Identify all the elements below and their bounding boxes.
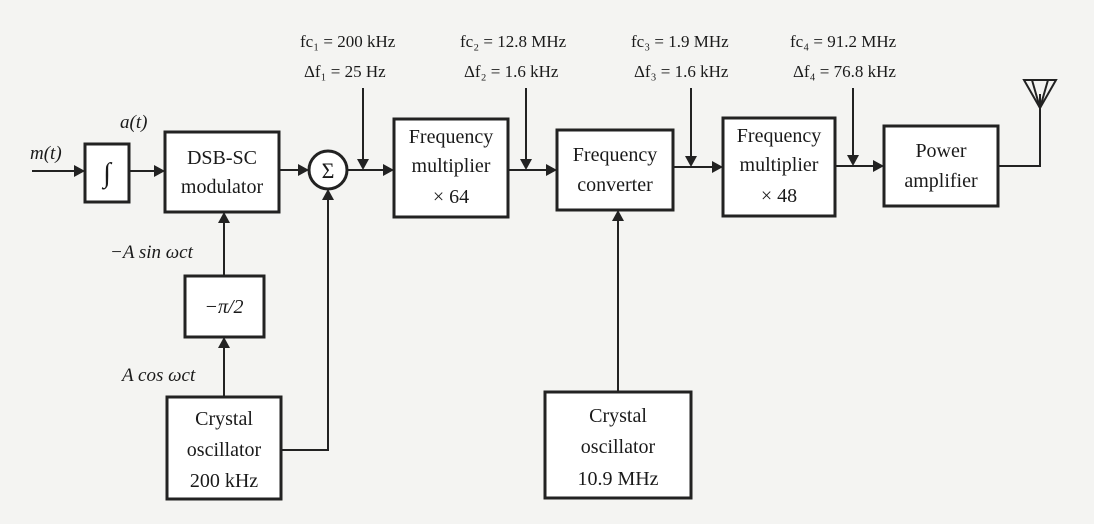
arrow-phase-dsb — [218, 212, 230, 223]
osc1-line3: 200 kHz — [190, 470, 258, 492]
signal-sine-label: −A sin ωct — [110, 242, 194, 263]
signal-wires — [32, 88, 1041, 451]
power-line2: amplifier — [904, 170, 978, 192]
wire-power-antenna — [998, 94, 1041, 167]
stage2-df-label: Δf₂ = 1.6 kHz — [464, 62, 559, 81]
stage1-fc-label: fc₁ = 200 kHz — [300, 32, 396, 51]
arrow-osc1-sum — [322, 189, 334, 200]
arrow-converter-mult48 — [712, 161, 723, 173]
summer-label: Σ — [322, 158, 335, 183]
power-line1: Power — [915, 140, 966, 162]
stage1-df-label: Δf₁ = 25 Hz — [304, 62, 386, 81]
arrow-input — [74, 165, 85, 177]
arrow-osc2-converter — [612, 210, 624, 221]
osc2-line2: oscillator — [581, 436, 656, 458]
arrow-sum-mult64 — [383, 164, 394, 176]
converter-line1: Frequency — [573, 144, 657, 166]
tap-arrow-stage1 — [357, 159, 369, 170]
arrow-mult64-converter — [546, 164, 557, 176]
signal-integrated-label: a(t) — [120, 112, 147, 133]
mult48-line2: multiplier — [740, 154, 819, 176]
stage2-fc-label: fc₂ = 12.8 MHz — [460, 32, 567, 51]
wire-osc1-sum — [281, 197, 329, 451]
arrow-dsb-sum — [298, 164, 309, 176]
converter-line2: converter — [577, 174, 653, 196]
phase-shifter-label: −π/2 — [204, 296, 243, 318]
arrow-integrator-dsb — [154, 165, 165, 177]
tap-arrow-stage3 — [685, 156, 697, 167]
arrow-osc1-phase — [218, 337, 230, 348]
frequency-converter-block: Frequency converter — [555, 128, 675, 212]
tap-arrow-stage4 — [847, 155, 859, 166]
osc1-line2: oscillator — [187, 439, 262, 461]
dsb-label-line2: modulator — [181, 176, 264, 198]
mult64-line2: multiplier — [412, 155, 491, 177]
summer-block: Σ — [307, 149, 349, 191]
dsb-sc-modulator-block: DSB-SC modulator — [163, 130, 281, 214]
antenna-icon — [1022, 79, 1058, 111]
phase-shifter-block: −π/2 — [183, 274, 266, 339]
mult64-line3: × 64 — [433, 186, 469, 208]
signal-input-label: m(t) — [30, 143, 62, 164]
stage3-df-label: Δf₃ = 1.6 kHz — [634, 62, 729, 81]
mult48-line1: Frequency — [737, 125, 821, 147]
stage4-fc-label: fc₄ = 91.2 MHz — [790, 32, 897, 51]
crystal-oscillator-200khz-block: Crystal oscillator 200 kHz — [165, 395, 283, 501]
stage4-df-label: Δf₄ = 76.8 kHz — [793, 62, 896, 81]
frequency-multiplier-48-block: Frequency multiplier × 48 — [721, 116, 837, 218]
arrow-mult48-power — [873, 160, 884, 172]
integrator-label: ∫ — [101, 158, 113, 190]
osc1-line1: Crystal — [195, 408, 253, 430]
tap-arrow-stage2 — [520, 159, 532, 170]
integrator-block: ∫ — [83, 142, 131, 204]
signal-cosine-label: A cos ωct — [120, 365, 196, 386]
dsb-label-line1: DSB-SC — [187, 147, 257, 169]
mult48-line3: × 48 — [761, 185, 797, 207]
osc2-line1: Crystal — [589, 405, 647, 427]
osc2-line3: 10.9 MHz — [577, 468, 658, 490]
stage3-fc-label: fc₃ = 1.9 MHz — [631, 32, 729, 51]
mult64-line1: Frequency — [409, 126, 493, 148]
frequency-multiplier-64-block: Frequency multiplier × 64 — [392, 117, 510, 219]
crystal-oscillator-10-9mhz-block: Crystal oscillator 10.9 MHz — [543, 390, 693, 500]
power-amplifier-block: Power amplifier — [882, 124, 1000, 208]
